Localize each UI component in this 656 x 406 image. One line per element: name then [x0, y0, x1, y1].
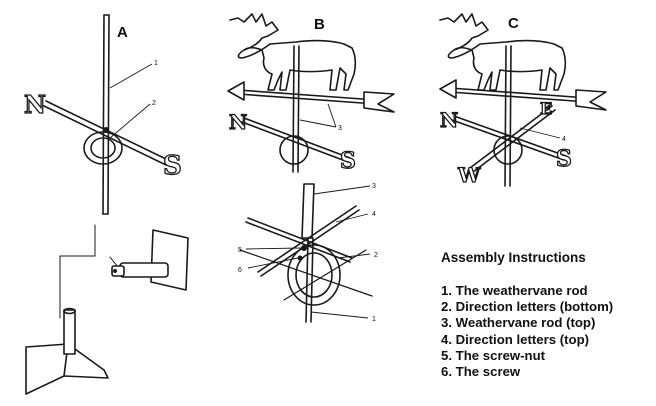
west-letter-c: W	[457, 163, 481, 187]
moose-figure-c	[439, 13, 567, 91]
leader-b-top	[299, 119, 337, 128]
leader-a-rod	[109, 63, 153, 89]
callout-c-letters: 4	[562, 136, 566, 143]
east-letter-c: E	[540, 99, 552, 118]
legend-item: 6. The screw	[441, 364, 521, 380]
south-letter-a: S	[163, 151, 182, 181]
rod-top-d	[301, 183, 315, 239]
arrow-c	[439, 79, 607, 111]
moose-figure-b	[229, 13, 357, 91]
callout-a-rod: 1	[154, 60, 158, 67]
legend-title: Assembly Instructions	[441, 250, 586, 265]
leader-d-nut	[245, 247, 303, 250]
direction-arms-a	[43, 100, 169, 166]
callout-d-screw: 6	[238, 267, 242, 274]
panel-a: A N S 1 2	[23, 14, 182, 319]
legend-item: 2. Direction letters (bottom)	[441, 299, 614, 315]
assembly-instructions-legend: Assembly Instructions 1. The weathervane…	[441, 250, 651, 380]
callout-d-rod: 1	[372, 316, 376, 323]
callout-d-letters-top: 4	[372, 211, 376, 218]
leader-d-rod	[310, 311, 369, 319]
north-letter-a: N	[24, 90, 46, 119]
leader-d-screw	[247, 257, 299, 269]
callout-d-nut: 5	[238, 247, 242, 254]
callout-a-letters: 2	[152, 100, 156, 107]
panel-c: C N S E W 4	[439, 13, 607, 188]
legend-list: 1. The weathervane rod 2. Direction lett…	[441, 283, 651, 380]
panel-d-exploded-view: 3 4 5 6 2 1	[238, 183, 378, 323]
roof-mount	[25, 307, 109, 395]
callout-d-rod-top: 3	[372, 183, 376, 190]
weathervane-rod-a	[102, 14, 110, 215]
panel-b-label: B	[314, 16, 325, 33]
legend-item: 3. Weathervane rod (top)	[441, 315, 596, 331]
leader-c-letters	[519, 127, 561, 139]
leader-d-letters-bottom	[337, 253, 371, 259]
north-letter-c: N	[440, 108, 458, 132]
south-letter-b: S	[340, 148, 356, 174]
panel-a-label: A	[117, 24, 128, 41]
callout-b-top: 3	[338, 125, 342, 132]
leader-d-rod-top	[313, 185, 371, 195]
panel-b: B N S 3	[227, 13, 395, 175]
legend-item: 5. The screw-nut	[441, 347, 546, 363]
legend-item: 1. The weathervane rod	[441, 283, 588, 298]
panel-c-label: C	[508, 15, 519, 32]
south-letter-c: S	[556, 146, 572, 172]
legend-item: 4. Direction letters (top)	[441, 331, 590, 347]
north-letter-b: N	[229, 110, 247, 134]
callout-d-letters-bottom: 2	[374, 252, 378, 259]
leader-d-letters-top	[335, 213, 369, 223]
rod-d	[305, 237, 309, 323]
wall-mount-bracket	[111, 229, 189, 291]
arrow-b	[227, 81, 395, 113]
leader-a-letters	[109, 103, 151, 139]
screw-nut-d	[301, 245, 307, 251]
screw-d	[297, 255, 303, 261]
assembly-guide-line	[59, 224, 96, 319]
